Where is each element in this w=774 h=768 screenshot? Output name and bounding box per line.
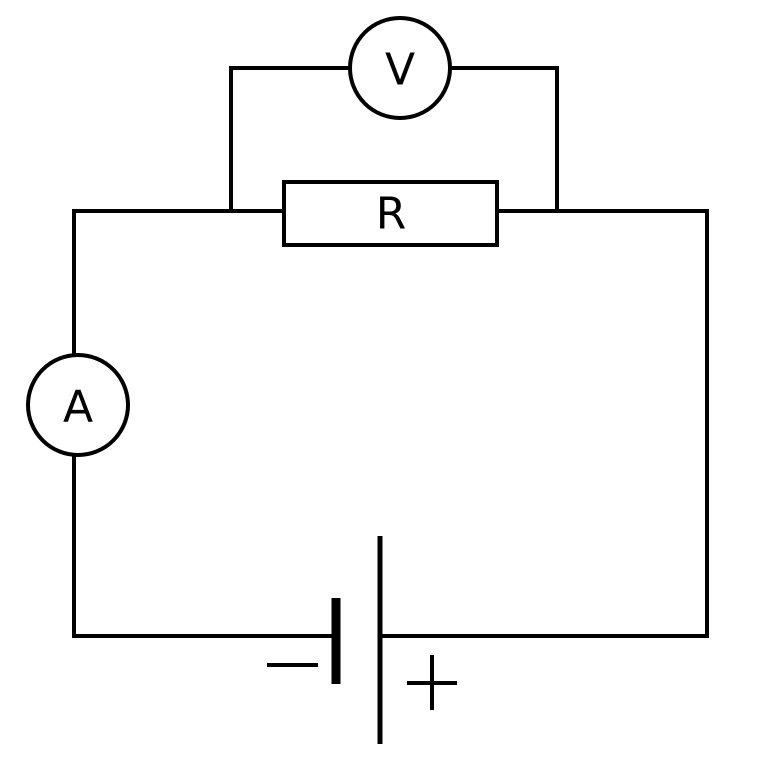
ammeter: A — [26, 353, 130, 457]
voltmeter-ring — [348, 16, 452, 120]
main-loop-wires — [72, 209, 709, 638]
ammeter-ring — [26, 353, 130, 457]
battery-cell — [267, 536, 457, 744]
wire-top-right — [380, 209, 709, 638]
ammeter-label: A — [63, 382, 93, 433]
resistor: R — [282, 180, 499, 247]
wire-top-left — [72, 209, 286, 357]
voltmeter-branch-wires — [229, 66, 559, 213]
resistor-label: R — [376, 189, 407, 240]
wire-bottom-left — [72, 453, 338, 638]
plus-sign-icon — [407, 655, 457, 710]
resistor-body — [282, 180, 499, 247]
wire-voltmeter-left — [229, 66, 352, 213]
voltmeter-label: V — [385, 45, 415, 96]
voltmeter: V — [348, 16, 452, 120]
wire-voltmeter-right — [448, 66, 559, 213]
